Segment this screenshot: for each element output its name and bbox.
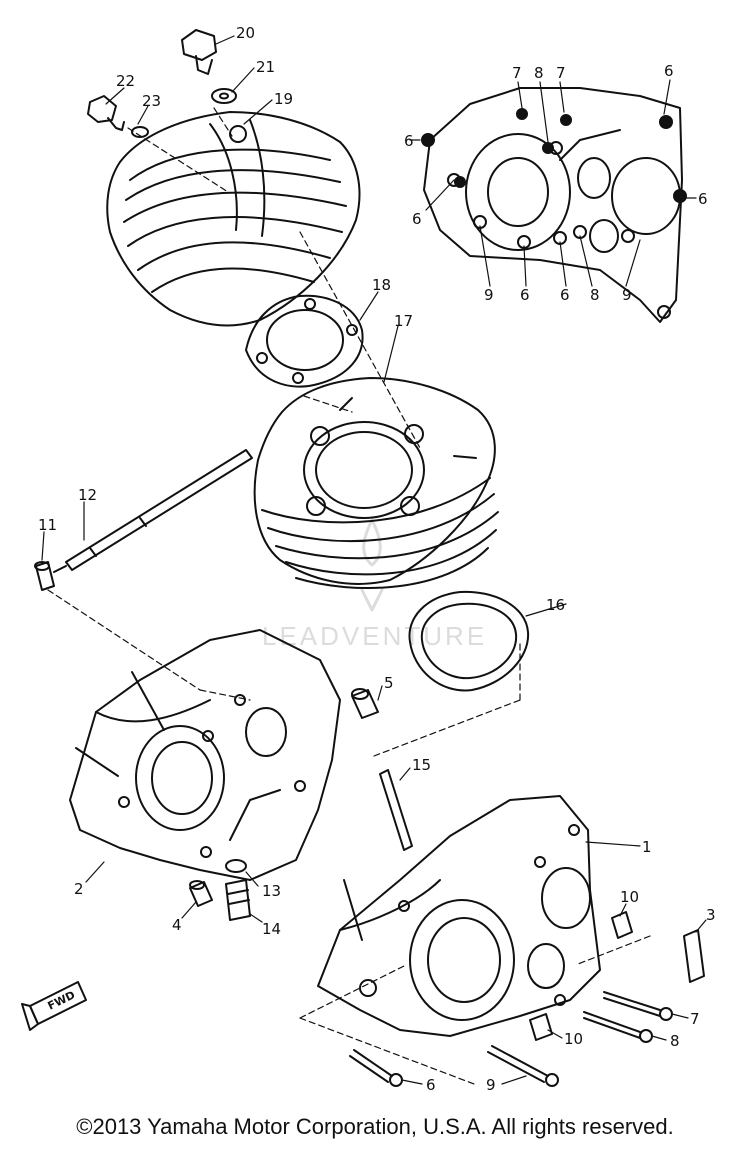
washer-23 — [131, 126, 149, 138]
callout-9-bottom: 9 — [486, 1076, 496, 1094]
callout-8-bottom: 8 — [670, 1032, 680, 1050]
callout-14: 14 — [262, 920, 281, 938]
callout-6-right: 6 — [698, 190, 708, 208]
forward-arrow-label: FWD — [46, 988, 78, 1012]
callout-17: 17 — [394, 312, 413, 330]
cylinder-17 — [253, 377, 499, 589]
callout-22: 22 — [116, 72, 135, 90]
screw-head-6-left — [421, 133, 435, 147]
screw-6-bottom — [349, 1049, 403, 1087]
base-gasket-16 — [408, 590, 530, 692]
head-gasket-18 — [245, 294, 364, 388]
dowel-5 — [351, 688, 379, 719]
drain-plug-14 — [225, 879, 251, 921]
callout-5: 5 — [384, 674, 394, 692]
callout-12: 12 — [78, 486, 97, 504]
callout-21: 21 — [256, 58, 275, 76]
callout-6-top: 6 — [664, 62, 674, 80]
callout-16: 16 — [546, 596, 565, 614]
cylinder-head-bolt-20 — [181, 29, 217, 75]
callout-7-a: 7 — [512, 64, 522, 82]
callout-11: 11 — [38, 516, 57, 534]
callout-15: 15 — [412, 756, 431, 774]
callout-7-bottom: 7 — [690, 1010, 700, 1028]
assembly-guide-lines — [47, 107, 651, 1085]
left-case-stud-b — [75, 747, 119, 777]
callout-labels: 20 21 19 22 23 18 17 16 12 11 5 15 1 2 4… — [38, 24, 716, 1094]
stud-12 — [65, 449, 253, 571]
callout-6-left: 6 — [404, 132, 414, 150]
callout-10-a: 10 — [620, 888, 639, 906]
callout-6-bottom: 6 — [426, 1076, 436, 1094]
forward-arrow-icon — [21, 981, 87, 1031]
dowel-4 — [189, 880, 213, 907]
callout-13: 13 — [262, 882, 281, 900]
stud-15 — [379, 769, 413, 851]
right-case-stud — [343, 879, 363, 941]
crankcase-inner-view — [423, 87, 683, 323]
cylinder-head-19 — [106, 111, 361, 327]
left-crankcase-2 — [69, 629, 341, 881]
screw-8-bottom — [583, 1011, 653, 1043]
right-crankcase-1 — [317, 795, 601, 1037]
callout-6-mid-b: 6 — [560, 286, 570, 304]
callout-18: 18 — [372, 276, 391, 294]
dowel-11 — [34, 561, 67, 591]
callout-23: 23 — [142, 92, 161, 110]
callout-2: 2 — [74, 880, 84, 898]
callout-6-mid-a: 6 — [520, 286, 530, 304]
callout-1: 1 — [642, 838, 652, 856]
screw-9-bottom — [487, 1045, 559, 1087]
watermark-text: LEADVENTURE — [262, 621, 487, 651]
callout-7-b: 7 — [556, 64, 566, 82]
o-ring-13 — [225, 859, 247, 873]
copyright-notice: ©2013 Yamaha Motor Corporation, U.S.A. A… — [76, 1114, 674, 1139]
screw-head-6-right — [673, 189, 687, 203]
washer-21 — [211, 88, 237, 104]
callout-4: 4 — [172, 916, 182, 934]
dowel-10-a — [611, 911, 633, 939]
watermark-logo — [360, 518, 384, 612]
callout-3: 3 — [706, 906, 716, 924]
callout-10-b: 10 — [564, 1030, 583, 1048]
bracket-3 — [683, 929, 705, 983]
callout-9-a: 9 — [484, 286, 494, 304]
spark-plug-22 — [87, 95, 125, 131]
dowel-10-b — [529, 1013, 553, 1041]
callout-20: 20 — [236, 24, 255, 42]
callout-leaders — [41, 35, 707, 1085]
callout-9-b: 9 — [622, 286, 632, 304]
callout-19: 19 — [274, 90, 293, 108]
callout-8-b: 8 — [590, 286, 600, 304]
left-case-stud-a — [131, 671, 165, 731]
callout-6-lower-left: 6 — [412, 210, 422, 228]
screw-7-bottom — [603, 991, 673, 1021]
callout-8-a: 8 — [534, 64, 544, 82]
screw-head-6-top — [659, 115, 673, 129]
